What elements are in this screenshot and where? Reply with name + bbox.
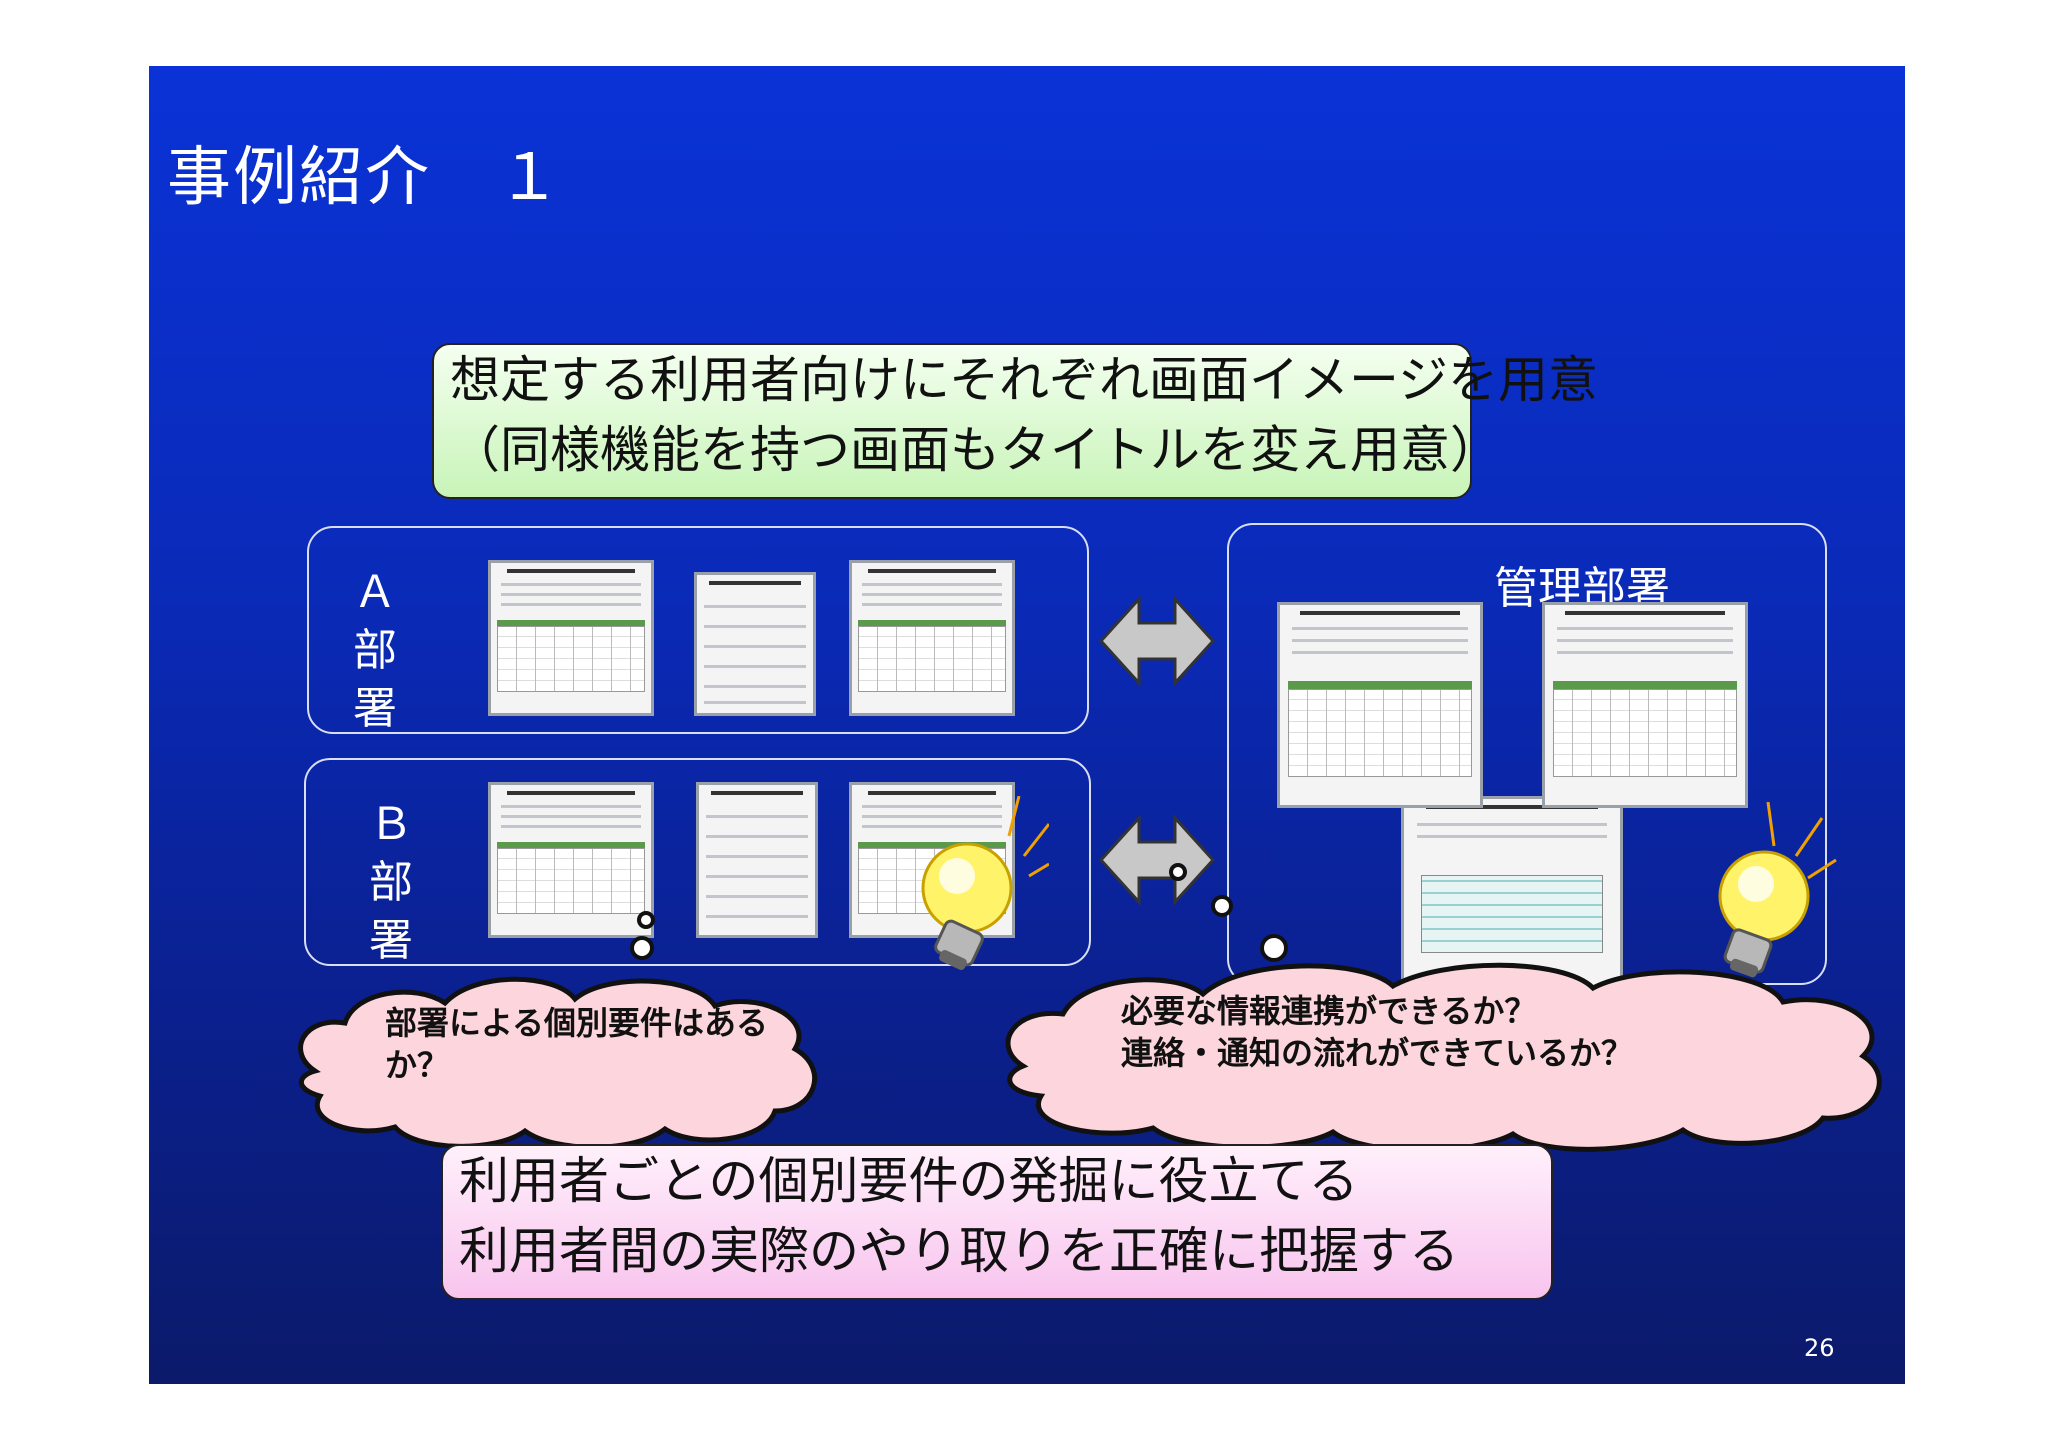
screen-thumbnail-m2 <box>1542 602 1748 808</box>
thought-cloud-icon <box>1169 863 1288 962</box>
screen-thumbnail-a1 <box>488 560 654 716</box>
right-cloud-line1: 必要な情報連携ができるか？ <box>1121 992 1537 1030</box>
left-cloud-line1: 部署による個別要件はある <box>385 1004 769 1042</box>
left-thought-cloud <box>298 976 818 1150</box>
bottom-banner-line1: 利用者ごとの個別要件の発掘に役立てる <box>459 1152 1359 1210</box>
bottom-banner-line2: 利用者間の実際のやり取りを正確に把握する <box>459 1222 1459 1280</box>
slide: 事例紹介 １ 想定する利用者向けにそれぞれ画面イメージを用意 （同様機能を持つ画… <box>149 66 1905 1384</box>
screen-thumbnail-b1 <box>488 782 654 938</box>
double-arrow-icon <box>1099 595 1215 687</box>
screen-thumbnail-a2 <box>694 572 816 716</box>
department-b-char-2: 部 <box>369 857 413 908</box>
double-arrow-icon <box>1099 814 1215 906</box>
lightbulb-icon <box>1718 802 1837 978</box>
department-a-char-1: Ａ <box>353 567 397 618</box>
screen-thumbnail-m1 <box>1277 602 1483 808</box>
department-b-char-3: 署 <box>369 915 413 966</box>
left-cloud-text: 部署による個別要件はある か？ <box>385 1002 768 1086</box>
department-b-label: Ｂ 部 署 <box>361 796 421 970</box>
top-banner-line1: 想定する利用者向けにそれぞれ画面イメージを用意 <box>450 351 1598 409</box>
thought-cloud-icon <box>630 911 655 960</box>
right-cloud-text: 必要な情報連携ができるか？ 連絡・通知の流れができているか？ <box>1121 990 1633 1074</box>
slide-title: 事例紹介 １ <box>167 141 563 215</box>
page-number: 26 <box>1804 1334 1835 1362</box>
department-a-label: Ａ 部 署 <box>345 564 405 738</box>
screen-thumbnail-b2 <box>696 782 818 938</box>
department-b-box <box>304 758 1091 966</box>
lightbulb-icon <box>921 796 1049 971</box>
left-cloud-line2: か？ <box>385 1046 450 1084</box>
department-a-box <box>307 526 1089 734</box>
right-cloud-line2: 連絡・通知の流れができているか？ <box>1121 1034 1634 1072</box>
department-a-char-3: 署 <box>353 683 397 734</box>
screen-thumbnail-a3 <box>849 560 1015 716</box>
department-b-char-1: Ｂ <box>369 799 413 850</box>
department-a-char-2: 部 <box>353 625 397 676</box>
screen-thumbnail-m3 <box>1401 796 1623 992</box>
bottom-banner: 利用者ごとの個別要件の発掘に役立てる 利用者間の実際のやり取りを正確に把握する <box>441 1144 1553 1300</box>
top-banner-line2: （同様機能を持つ画面もタイトルを変え用意） <box>450 421 1500 479</box>
top-banner: 想定する利用者向けにそれぞれ画面イメージを用意 （同様機能を持つ画面もタイトルを… <box>432 343 1598 499</box>
